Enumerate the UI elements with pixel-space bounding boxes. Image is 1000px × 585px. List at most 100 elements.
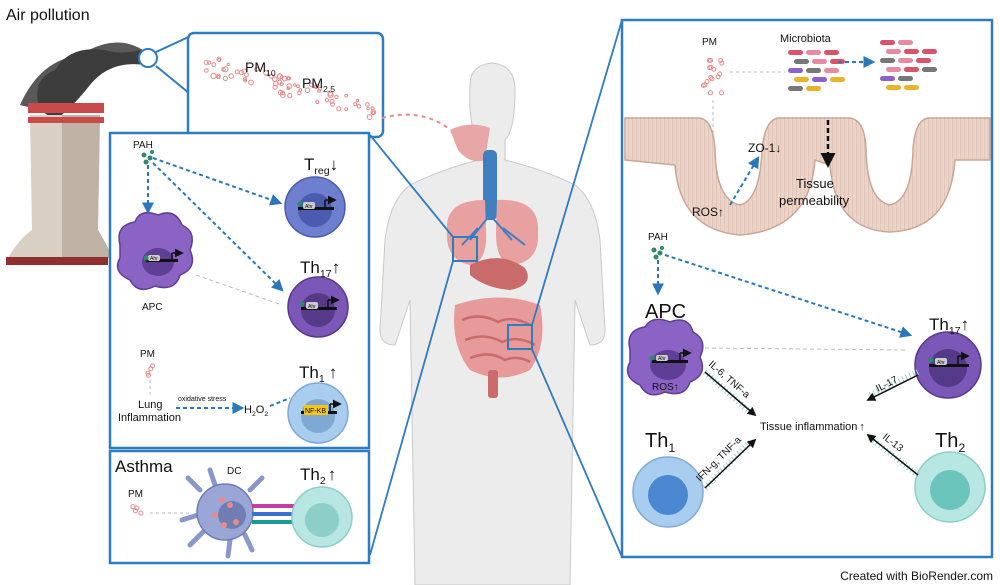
pm-particles [145,363,156,378]
particle [273,81,279,87]
pah-molecule [651,246,664,260]
bacterium [824,50,839,55]
bacterium [812,77,827,82]
th1-to-inflammation-arrow [704,438,757,489]
cooling-tower-shade [62,115,112,258]
pah-label: PAH [133,140,153,151]
particle [355,98,360,103]
cytokine-dots [702,369,920,491]
th17-cell: Ahr [914,331,982,399]
biorender-credit: Created with BioRender.com [840,569,993,583]
apc-label: APC [645,301,686,323]
particle [241,68,247,75]
particle [318,86,323,91]
microbiota-before [788,50,845,91]
particle [211,62,217,68]
particle [717,71,723,77]
bacterium [824,68,839,73]
dc-label: DC [227,466,241,477]
particle [315,100,320,105]
zoom-circle [138,48,158,68]
pm10-label: PM10 [245,59,276,78]
tower-base [6,257,108,265]
asthma-title: Asthma [115,457,173,476]
th2-label: Th2 [935,430,965,455]
particle [297,90,302,96]
bacterium [812,59,827,64]
particle [334,94,339,100]
particle [221,67,226,72]
particle [222,75,228,82]
ahr-label: Ahr [150,256,158,262]
bacterium [788,86,803,91]
th1-label: Th1 [645,430,675,455]
pm-label: PM [140,349,155,360]
particle [254,66,260,72]
lung-zoom-line [369,134,454,238]
particle [365,102,370,107]
pm-label: PM [128,489,143,500]
particle [366,114,373,120]
particle [243,77,247,81]
particle [296,84,300,89]
particle [248,79,254,86]
pm25-label: PM2.5 [302,75,335,94]
particle [344,107,349,112]
particle [371,110,376,115]
bacterium [904,85,919,90]
lung-zoom-line [369,260,454,556]
intestines [454,297,543,378]
particle [711,66,717,72]
bacterium [922,49,937,54]
microbiota-label: Microbiota [780,33,832,45]
factory-illustration [6,42,158,265]
particle [150,363,156,369]
bacterium [794,77,809,82]
oxidative-stress-label: oxidative stress [178,396,227,403]
th17-label: Th17↑ [929,315,969,337]
particle [719,60,725,66]
pm-label: PM [702,37,717,48]
smoke-cloud-dark [37,49,146,120]
rectum [488,370,498,398]
particle [702,82,708,88]
particle [217,58,222,63]
particle [268,73,274,79]
particle [203,60,209,65]
tissue-label: Tissue [796,176,834,191]
particle [327,92,334,98]
apc-th17-link [704,347,906,351]
ahr-label: Ahr [937,360,945,366]
particle [708,58,714,63]
th2-to-inflammation-arrow [866,433,919,476]
gut-zoom-line [531,19,623,326]
liver [470,258,528,290]
particle [210,72,217,80]
th17-cell: Ahr [287,276,349,338]
bacterium [788,50,803,55]
bacterium [880,58,895,63]
nfkb-label: NF-KB [305,408,326,415]
bacterium [830,77,845,82]
bacterium [794,59,809,64]
bacterium [806,68,821,73]
dc-cell [179,467,265,559]
th1-cell: NF-KB [287,382,349,444]
apc-ros-label: ROS↑ [652,382,679,393]
particle [707,90,713,96]
bacterium [788,68,803,73]
h2o2-to-th1-arrow [269,397,291,407]
lung-label: Lung [138,399,162,411]
treg-cell: Ahr [284,176,346,238]
th17-label: Th17↑ [300,258,340,280]
particle [272,84,278,90]
particle [336,106,342,112]
bacterium [880,76,895,81]
gut-zoom-line [531,348,623,558]
particle [287,93,293,99]
tower-band-top [28,103,104,113]
gut-zoom-box [507,324,533,350]
bacterium [830,59,845,64]
ros-to-zo1-arrow [729,155,760,206]
particle [226,62,230,67]
